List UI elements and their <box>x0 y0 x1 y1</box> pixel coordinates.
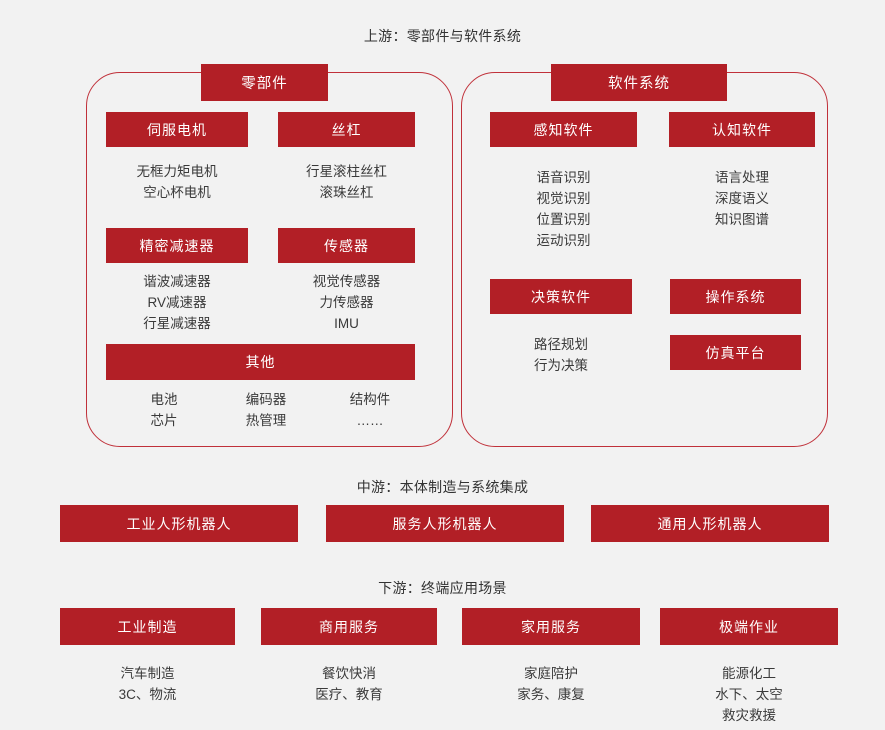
software-panel-header[interactable]: 软件系统 <box>551 64 727 101</box>
software-box-perception[interactable]: 感知软件 <box>490 112 637 147</box>
component-items-other-col1: 电池 芯片 <box>150 392 178 428</box>
midstream-section-caption: 中游：本体制造与系统集成 <box>356 479 529 495</box>
component-items-sensor: 视觉传感器 力传感器 IMU <box>312 274 381 331</box>
software-box-simulation-platform[interactable]: 仿真平台 <box>670 335 801 370</box>
component-items-servo-motor: 无框力矩电机 空心杯电机 <box>136 164 218 200</box>
software-items-decision: 路径规划 行为决策 <box>534 337 588 373</box>
software-items-cognition: 语言处理 深度语义 知识图谱 <box>715 170 769 227</box>
components-panel-header[interactable]: 零部件 <box>201 64 328 101</box>
downstream-box-commercial-service[interactable]: 商用服务 <box>261 608 437 645</box>
downstream-section-caption: 下游：终端应用场景 <box>378 580 507 596</box>
component-box-precision-reducer[interactable]: 精密减速器 <box>106 228 248 263</box>
software-box-operating-system[interactable]: 操作系统 <box>670 279 801 314</box>
downstream-box-home-service[interactable]: 家用服务 <box>462 608 640 645</box>
component-box-other[interactable]: 其他 <box>106 344 415 380</box>
software-items-perception: 语音识别 视觉识别 位置识别 运动识别 <box>536 170 591 248</box>
component-box-sensor[interactable]: 传感器 <box>278 228 415 263</box>
component-items-other-col3: 结构件 …… <box>349 392 391 428</box>
midstream-box-general-humanoid[interactable]: 通用人形机器人 <box>591 505 829 542</box>
downstream-box-industrial-manufacturing[interactable]: 工业制造 <box>60 608 235 645</box>
downstream-box-extreme-operations[interactable]: 极端作业 <box>660 608 838 645</box>
component-box-servo-motor[interactable]: 伺服电机 <box>106 112 248 147</box>
software-box-decision[interactable]: 决策软件 <box>490 279 632 314</box>
downstream-items-home-service: 家庭陪护 家务、康复 <box>517 666 585 702</box>
upstream-section-caption: 上游：零部件与软件系统 <box>363 28 522 44</box>
downstream-items-extreme-operations: 能源化工 水下、太空 救灾救援 <box>715 666 783 723</box>
midstream-box-industrial-humanoid[interactable]: 工业人形机器人 <box>60 505 298 542</box>
component-box-lead-screw[interactable]: 丝杠 <box>278 112 415 147</box>
component-items-other-col2: 编码器 热管理 <box>245 392 287 428</box>
downstream-items-industrial-manufacturing: 汽车制造 3C、物流 <box>118 666 177 702</box>
downstream-items-commercial-service: 餐饮快消 医疗、教育 <box>315 666 383 702</box>
component-items-lead-screw: 行星滚柱丝杠 滚珠丝杠 <box>306 164 387 200</box>
midstream-box-service-humanoid[interactable]: 服务人形机器人 <box>326 505 564 542</box>
component-items-precision-reducer: 谐波减速器 RV减速器 行星减速器 <box>143 274 211 331</box>
software-box-cognition[interactable]: 认知软件 <box>669 112 815 147</box>
